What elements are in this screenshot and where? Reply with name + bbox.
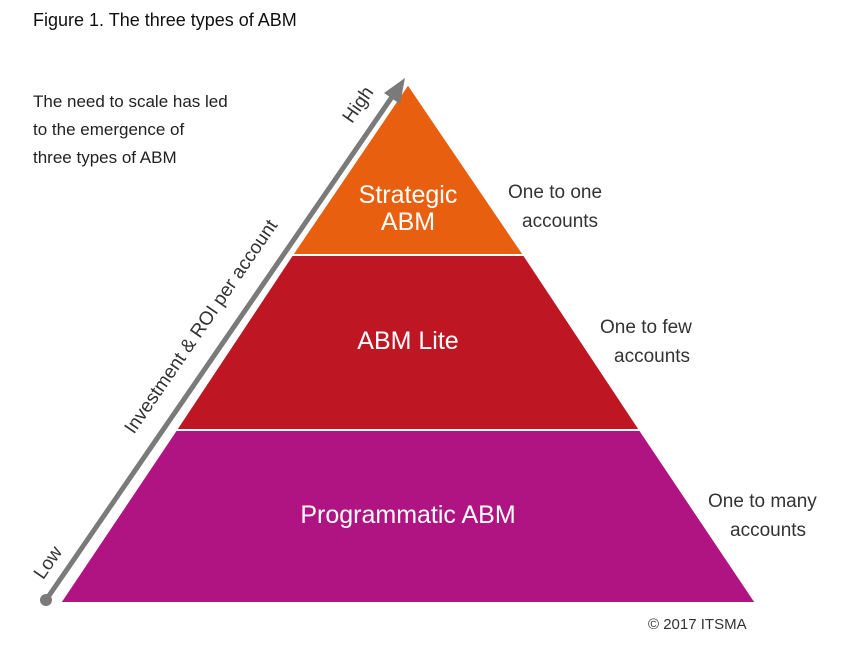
axis-origin-dot <box>40 594 52 606</box>
note-line: The need to scale has led <box>33 92 228 111</box>
side-label-line: One to few <box>600 317 692 338</box>
intro-note: The need to scale has led to the emergen… <box>33 88 293 172</box>
copyright-notice: © 2017 ITSMA <box>648 616 747 633</box>
axis-arrow-head <box>384 78 405 104</box>
side-label-line: accounts <box>730 520 807 541</box>
axis-arrow-line <box>43 92 397 602</box>
side-label-line: accounts <box>614 346 691 367</box>
tier-programmatic-shape <box>58 429 758 604</box>
side-label-line: One to one <box>508 182 603 203</box>
side-label-line: One to many <box>708 491 817 512</box>
axis-high-label: High <box>339 83 378 127</box>
tier-strategic-side-label: One to one accounts <box>508 178 602 236</box>
tier-strategic-label: Strategic <box>359 181 458 209</box>
side-label-line: accounts <box>522 211 599 232</box>
tier-lite-label: ABM Lite <box>357 327 458 355</box>
note-line: to the emergence of <box>33 120 185 139</box>
figure-title: Figure 1. The three types of ABM <box>33 10 297 30</box>
note-line: three types of ABM <box>33 148 177 167</box>
tier-programmatic-label: Programmatic ABM <box>300 501 515 529</box>
tier-lite-side-label: One to few accounts <box>600 313 692 371</box>
tier-strategic-label: ABM <box>381 208 435 236</box>
tier-programmatic-side-label: One to many accounts <box>708 487 817 545</box>
